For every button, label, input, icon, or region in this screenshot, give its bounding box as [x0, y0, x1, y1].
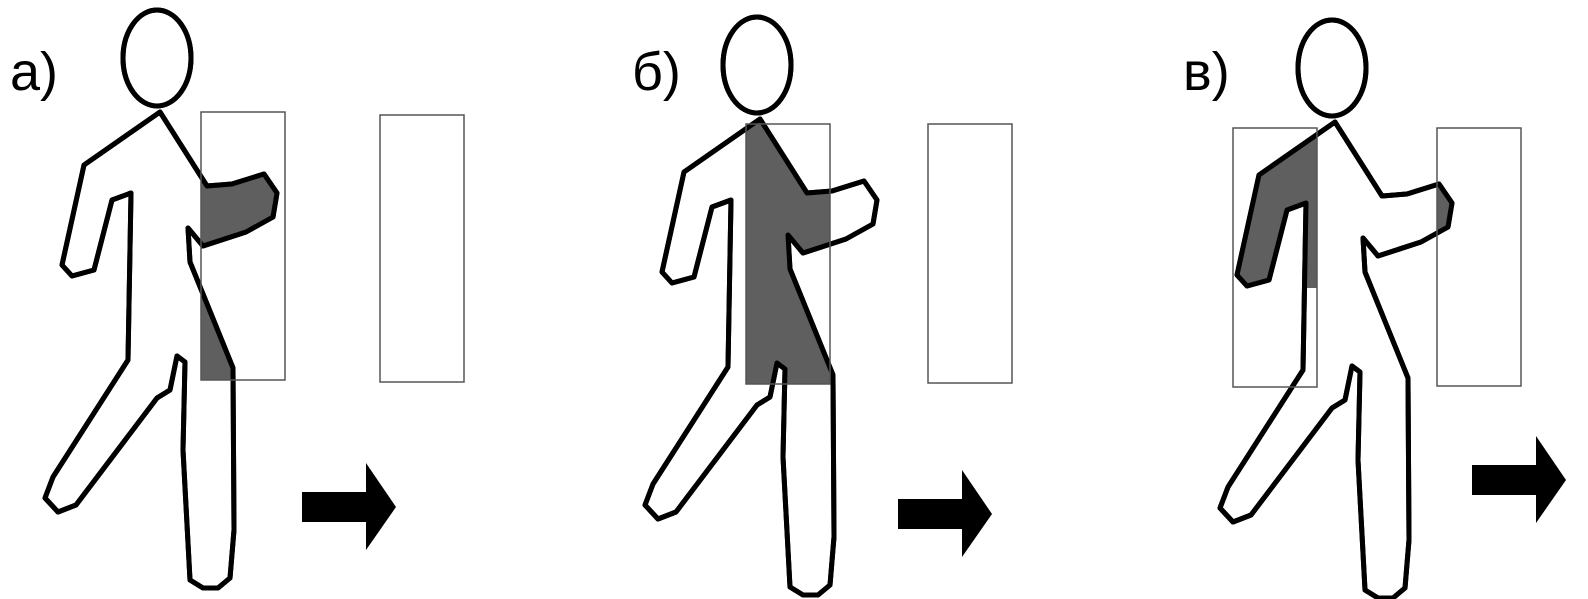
panel-b-label: б): [632, 42, 681, 102]
panel-a: а): [10, 10, 464, 588]
shaded-region-front-hand: [1437, 128, 1521, 388]
direction-arrow-icon: [302, 463, 396, 550]
window-right: [1437, 128, 1521, 386]
panel-c: в): [1183, 20, 1566, 598]
panel-c-label: в): [1183, 42, 1230, 102]
panel-b: б): [632, 17, 1012, 595]
direction-arrow-icon: [898, 470, 992, 557]
window-right: [380, 115, 464, 382]
window-right: [928, 124, 1012, 383]
panel-a-label: а): [10, 42, 58, 102]
direction-arrow-icon: [1472, 436, 1566, 523]
